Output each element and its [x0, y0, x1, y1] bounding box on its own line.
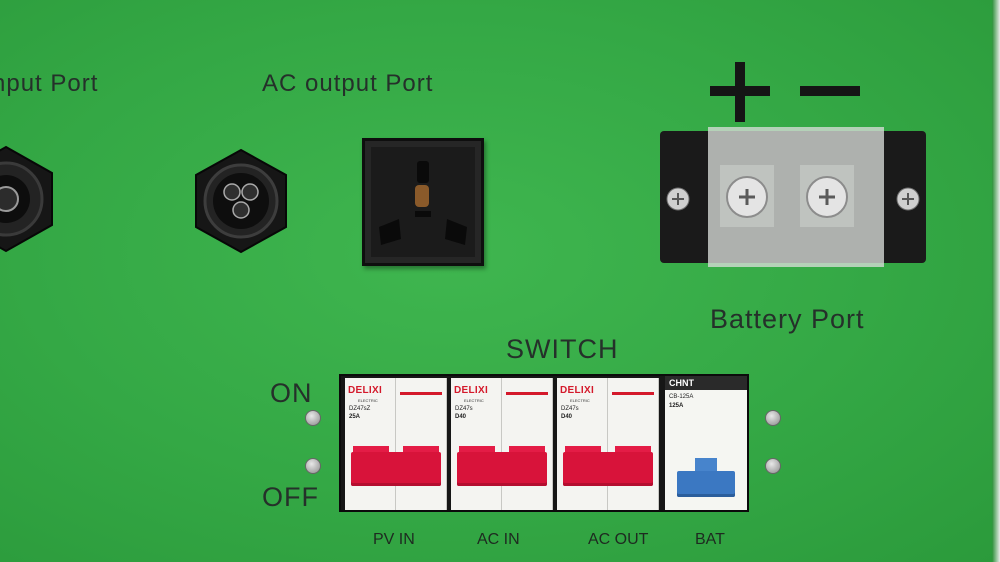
breaker-toggle-handle[interactable] [351, 452, 441, 486]
breaker-model: DZ47sZ [349, 406, 371, 412]
breaker-brand: DELIXI [454, 385, 489, 396]
breaker-bat[interactable]: CHNT CB-125A 125A [665, 376, 747, 510]
breaker-label-ac-out: AC OUT [588, 531, 649, 548]
breaker-brand-sub: ELECTRIC [358, 398, 378, 403]
breaker-pole: DELIXI ELECTRIC DZ47s D40 [557, 378, 608, 510]
breaker-rating: D40 [561, 414, 573, 420]
socket-holes-icon [379, 161, 467, 245]
breaker-brand: CHNT [665, 376, 747, 390]
breaker-toggle-handle[interactable] [457, 452, 547, 486]
breaker-label-ac-in: AC IN [477, 531, 520, 548]
breaker-brand: DELIXI [348, 385, 383, 396]
negative-terminal-icon [800, 86, 860, 96]
breaker-ac-out[interactable]: DELIXI ELECTRIC DZ47s D40 [557, 378, 659, 510]
ac-output-connector[interactable] [188, 148, 294, 254]
breaker-brand-sub: ELECTRIC [570, 398, 590, 403]
panel-screw [305, 410, 321, 426]
positive-terminal-icon [710, 62, 770, 122]
panel-screw [305, 458, 321, 474]
breaker-pole [608, 378, 659, 510]
breaker-label-pv-in: PV IN [373, 531, 415, 548]
breaker-toggle-handle[interactable] [563, 452, 653, 486]
breaker-rating: 25A [349, 414, 361, 420]
breaker-model: DZ47s [561, 406, 579, 412]
universal-ac-socket[interactable] [362, 138, 484, 266]
breaker-model: DZ47s [455, 406, 473, 412]
breaker-ac-in[interactable]: DELIXI ELECTRIC DZ47s D40 [451, 378, 553, 510]
off-label: OFF [262, 482, 319, 512]
battery-port-label: Battery Port [710, 304, 865, 334]
breaker-brand: DELIXI [560, 385, 595, 396]
breaker-label-bat: BAT [695, 531, 725, 548]
ac-output-port-label: AC output Port [262, 70, 434, 97]
breaker-pole [396, 378, 447, 510]
breaker-toggle-handle[interactable] [677, 471, 735, 497]
breaker-rating: 125A [669, 403, 684, 409]
red-stripe [400, 392, 442, 395]
breaker-brand-sub: ELECTRIC [464, 398, 484, 403]
panel-edge [992, 0, 1000, 562]
panel-screw [765, 458, 781, 474]
input-port-connector[interactable] [0, 145, 60, 253]
breaker-pole: DELIXI ELECTRIC DZ47s D40 [451, 378, 502, 510]
battery-terminal-block[interactable] [660, 127, 926, 267]
breaker-pole [502, 378, 553, 510]
breaker-toggle-cap [695, 458, 717, 474]
on-label: ON [270, 378, 313, 408]
panel-screw [765, 410, 781, 426]
input-port-label: nput Port [0, 70, 99, 97]
breaker-rating: D40 [455, 414, 467, 420]
switch-label: SWITCH [506, 334, 619, 364]
breaker-pv-in[interactable]: DELIXI ELECTRIC DZ47sZ 25A [345, 378, 447, 510]
breaker-model: CB-125A [669, 394, 694, 400]
breaker-pole: DELIXI ELECTRIC DZ47sZ 25A [345, 378, 396, 510]
red-stripe [612, 392, 654, 395]
red-stripe [506, 392, 548, 395]
